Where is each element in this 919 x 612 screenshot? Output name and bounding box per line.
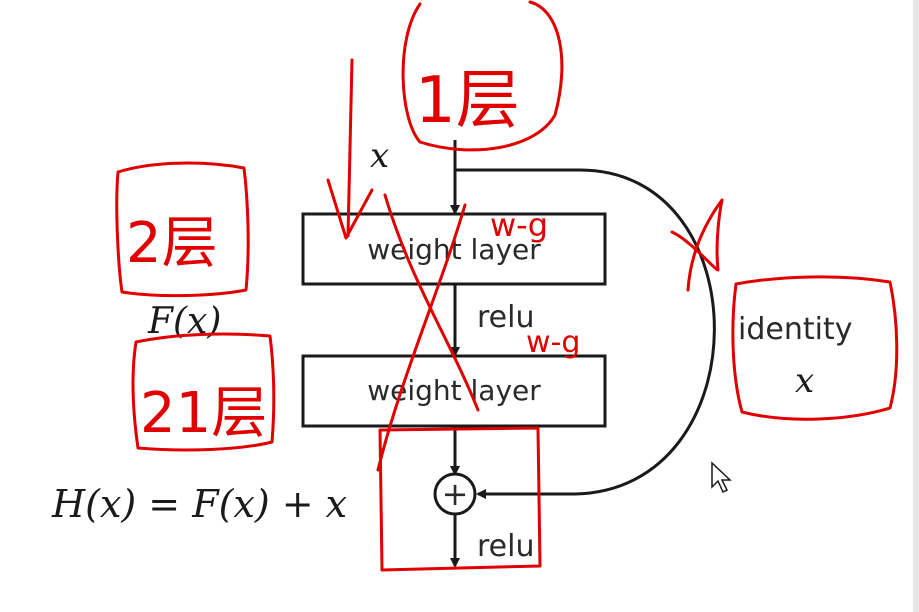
output-note-box — [378, 426, 542, 572]
down-stroke-head — [326, 178, 374, 240]
cross-stroke-2 — [376, 203, 467, 472]
handwritten-annotations — [115, 0, 899, 572]
w-note-mid: w-g — [526, 325, 580, 360]
left-top-note-text: 2层 — [126, 211, 218, 276]
skip-cross-mark — [670, 198, 724, 292]
input-x-label: x — [370, 136, 389, 176]
w-note-top: w-g — [490, 206, 548, 244]
relu-1-label: relu — [477, 300, 534, 335]
relu-2-label: relu — [477, 529, 534, 564]
identity-label: identity — [738, 312, 852, 347]
left-top-note-box — [115, 161, 250, 298]
h-equation: H(x) = F(x) + x — [51, 482, 347, 526]
right-edge-strip — [913, 0, 919, 612]
mouse-cursor-icon — [711, 461, 732, 494]
top-note-text: 1层 — [415, 64, 520, 138]
left-bottom-note-text: 21层 — [140, 381, 267, 446]
down-stroke — [346, 58, 354, 238]
weight-layer-2-label: weight layer — [367, 374, 541, 407]
identity-x-label: x — [795, 361, 814, 401]
top-note-circle — [401, 0, 564, 152]
identity-skip-connection — [455, 168, 716, 499]
plus-symbol: + — [442, 475, 469, 513]
left-bottom-note-box — [131, 332, 276, 452]
identity-note-box — [731, 275, 899, 421]
